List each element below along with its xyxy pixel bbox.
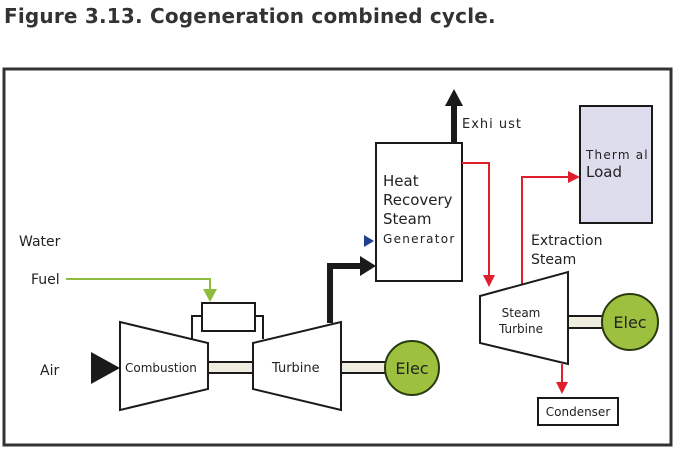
combustor-connector-right [255, 315, 264, 339]
air-arrow-icon [91, 352, 120, 384]
water-label: Water [19, 234, 61, 250]
thermal-load-label-line2: Load [586, 163, 622, 181]
extraction-steam-label-line1: Extraction [531, 233, 602, 249]
extraction-steam-label-line2: Steam [531, 252, 576, 268]
turbine-label: Turbine [271, 361, 320, 376]
combustor-connector-left [191, 315, 202, 339]
thermal-load-box [579, 105, 653, 224]
hrsg-label-line2: Recovery [383, 191, 453, 209]
compressor-combustion-unit [119, 320, 209, 412]
condenser-box [537, 397, 619, 426]
extraction-steam-arrow-icon [568, 171, 580, 183]
condenser-label: Condenser [546, 405, 611, 419]
steam-supply-line [462, 162, 490, 276]
water-arrow-icon [364, 235, 374, 247]
fuel-line [66, 278, 211, 290]
diagram-frame [2, 67, 673, 447]
steam-turbine-label-line1: Steam [502, 306, 541, 320]
steam-elec-label: Elec [613, 313, 646, 332]
thermal-load-label-line1: Therm al [585, 148, 649, 162]
exhaust-arrow-icon [445, 89, 463, 106]
flue-gas-line [327, 263, 362, 323]
flue-gas-arrow-icon [360, 256, 376, 276]
steam-generator [601, 293, 659, 351]
fuel-label: Fuel [31, 272, 60, 288]
steam-turbine-label-line2: Turbine [498, 322, 543, 336]
air-label: Air [40, 363, 59, 379]
hrsg-label-line4: Generator [383, 232, 456, 246]
gas-elec-label: Elec [395, 359, 428, 378]
figure-title: Figure 3.13. Cogeneration combined cycle… [4, 4, 496, 28]
extraction-steam-line [521, 176, 570, 287]
fuel-arrow-icon [203, 289, 217, 302]
steam-shaft [567, 315, 605, 329]
combustor-box [201, 302, 256, 332]
steam-supply-arrow-icon [483, 275, 495, 287]
hrsg-label-line3: Steam [383, 210, 431, 228]
steam-turbine [479, 270, 569, 366]
hrsg-label-line1: Heat [383, 172, 419, 190]
condensate-arrow-icon [556, 382, 568, 394]
exhaust-label: Exhi ust [462, 117, 522, 132]
gas-shaft-2 [340, 361, 388, 374]
gas-generator [384, 340, 440, 396]
hrsg-box [375, 142, 463, 282]
gas-shaft-1 [207, 361, 254, 374]
gas-turbine [252, 320, 342, 412]
combustion-label: Combustion [125, 361, 197, 375]
